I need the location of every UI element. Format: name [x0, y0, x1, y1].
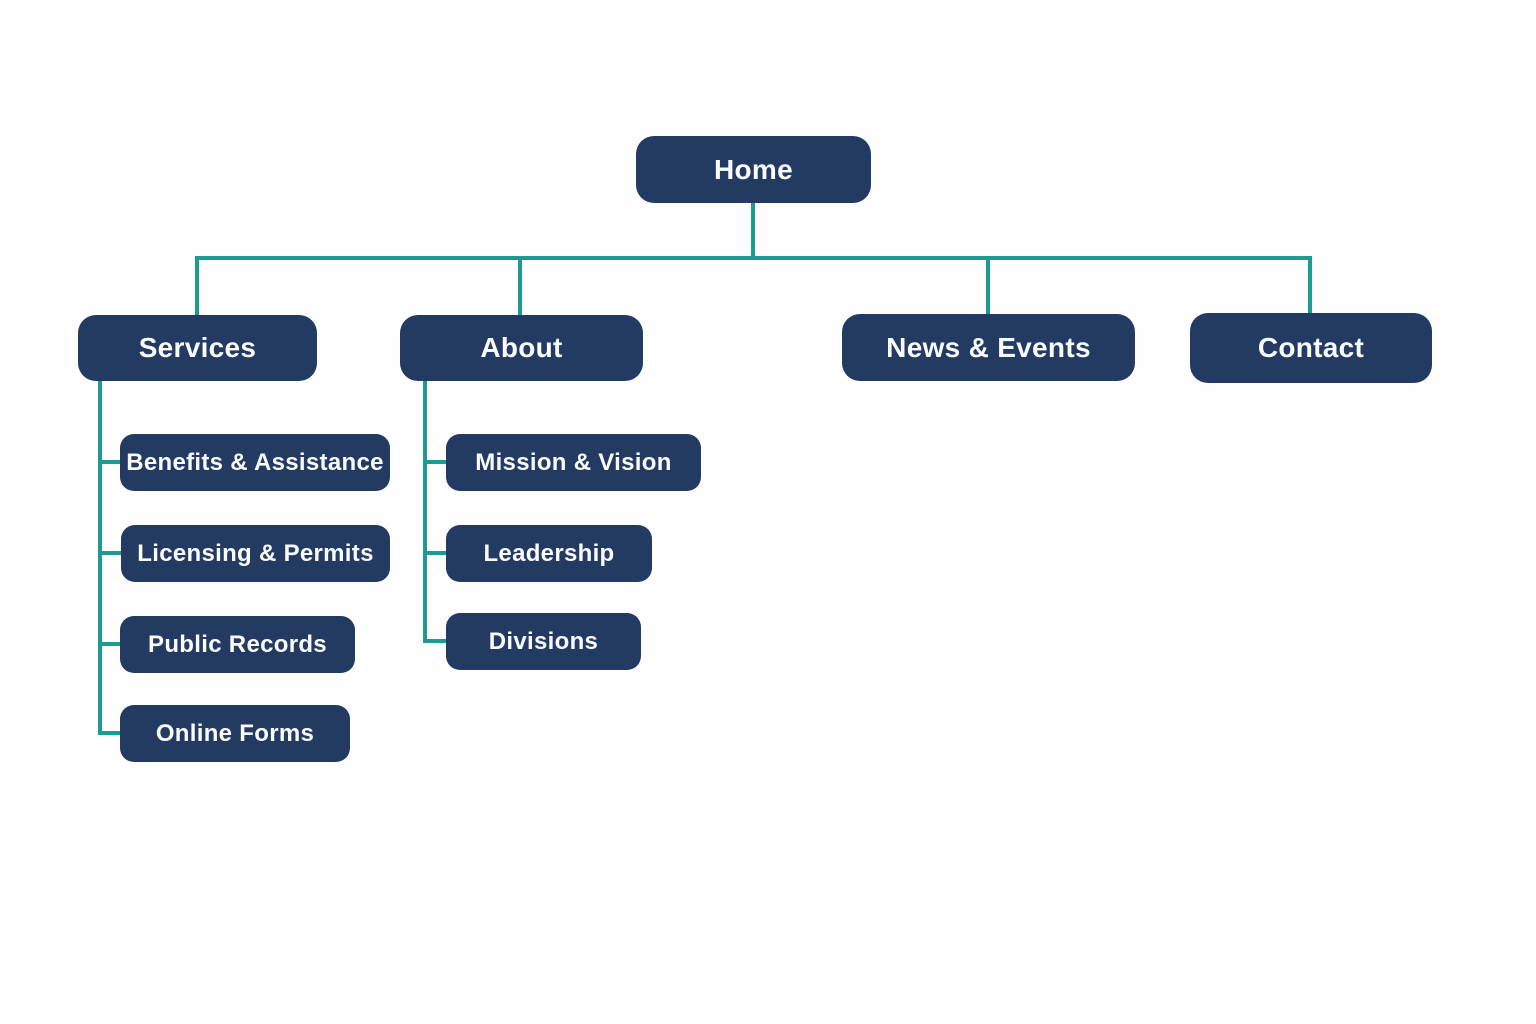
connector-level1-bar [195, 256, 1312, 260]
connector-stub-leadership [423, 551, 450, 555]
connector-home-trunk [751, 203, 755, 258]
node-public-records[interactable]: Public Records [120, 616, 355, 673]
connector-stub-benefits-assistance [98, 460, 124, 464]
connector-stub-licensing-permits [98, 551, 124, 555]
node-about[interactable]: About [400, 315, 643, 381]
node-news-events[interactable]: News & Events [842, 314, 1135, 381]
node-online-forms-label: Online Forms [155, 719, 315, 747]
node-divisions-label: Divisions [488, 627, 599, 655]
connector-drop-services [195, 256, 199, 315]
connector-stub-mission-vision [423, 460, 450, 464]
connector-drop-contact [1308, 256, 1312, 313]
connector-stub-divisions [423, 639, 450, 643]
connector-drop-about [518, 256, 522, 315]
connector-services-trunk [98, 381, 102, 735]
connector-about-trunk [423, 381, 427, 643]
connector-drop-news-events [986, 256, 990, 314]
node-licensing-permits-label: Licensing & Permits [137, 539, 374, 567]
node-services[interactable]: Services [78, 315, 317, 381]
node-contact-label: Contact [1257, 332, 1365, 363]
node-news-events-label: News & Events [886, 331, 1091, 363]
node-mission-vision[interactable]: Mission & Vision [446, 434, 701, 491]
connector-stub-online-forms [98, 731, 124, 735]
node-services-label: Services [138, 332, 257, 363]
node-about-label: About [480, 332, 563, 363]
node-benefits-assistance-label: Benefits & Assistance [126, 448, 384, 476]
node-leadership[interactable]: Leadership [446, 525, 652, 582]
node-online-forms[interactable]: Online Forms [120, 705, 350, 762]
connector-stub-public-records [98, 642, 124, 646]
node-licensing-permits[interactable]: Licensing & Permits [121, 525, 390, 582]
node-home[interactable]: Home [636, 136, 871, 203]
node-divisions[interactable]: Divisions [446, 613, 641, 670]
node-home-label: Home [714, 153, 793, 185]
node-leadership-label: Leadership [483, 539, 615, 567]
node-mission-vision-label: Mission & Vision [475, 448, 672, 476]
node-contact[interactable]: Contact [1190, 313, 1432, 383]
node-public-records-label: Public Records [148, 630, 327, 658]
node-benefits-assistance[interactable]: Benefits & Assistance [120, 434, 390, 491]
